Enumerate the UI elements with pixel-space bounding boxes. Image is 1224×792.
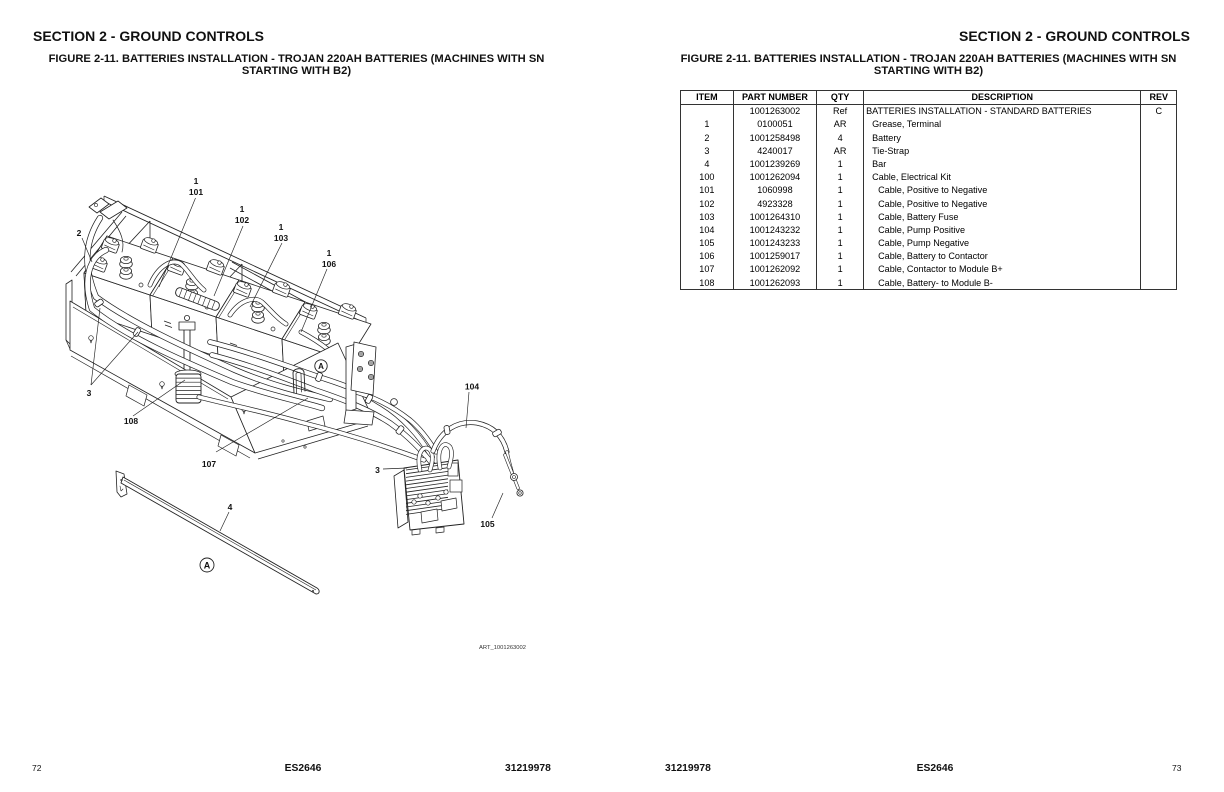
svg-text:4: 4 bbox=[228, 502, 233, 512]
svg-text:A: A bbox=[204, 561, 211, 571]
svg-text:108: 108 bbox=[124, 416, 138, 426]
svg-text:103: 103 bbox=[274, 233, 288, 243]
svg-text:1: 1 bbox=[194, 176, 199, 186]
svg-text:A: A bbox=[318, 362, 324, 371]
svg-text:1: 1 bbox=[327, 248, 332, 258]
svg-text:107: 107 bbox=[202, 459, 216, 469]
svg-text:3: 3 bbox=[375, 465, 380, 475]
svg-text:1: 1 bbox=[240, 204, 245, 214]
svg-text:1: 1 bbox=[279, 222, 284, 232]
svg-text:105: 105 bbox=[480, 519, 494, 529]
svg-text:3: 3 bbox=[87, 388, 92, 398]
svg-text:104: 104 bbox=[465, 382, 479, 392]
svg-text:102: 102 bbox=[235, 215, 249, 225]
svg-text:2: 2 bbox=[77, 228, 82, 238]
svg-text:106: 106 bbox=[322, 259, 336, 269]
svg-text:101: 101 bbox=[189, 187, 203, 197]
